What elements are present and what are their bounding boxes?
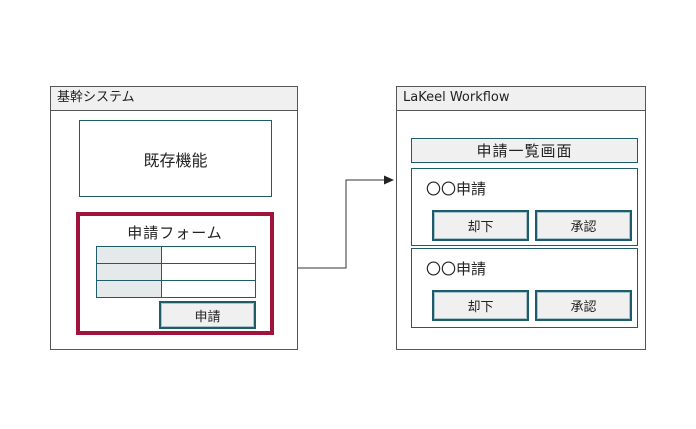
list-screen-header: 申請一覧画面 (411, 138, 638, 163)
list-item-label: 〇〇申請 (426, 260, 487, 278)
approve-button[interactable]: 承認 (535, 210, 632, 241)
submit-button[interactable]: 申請 (159, 301, 256, 329)
form-field-label-2 (96, 263, 162, 281)
list-screen-title: 申請一覧画面 (476, 142, 573, 160)
core-system-title: 基幹システム (51, 87, 297, 111)
connector-line (298, 179, 384, 269)
form-field-input-3[interactable] (161, 280, 256, 298)
reject-button[interactable]: 却下 (432, 210, 529, 241)
form-field-input-1[interactable] (161, 246, 256, 264)
arrowhead-icon (384, 175, 394, 185)
application-form-grid (96, 246, 256, 298)
existing-feature-label: 既存機能 (143, 150, 208, 170)
list-item: 〇〇申請 却下 承認 (411, 168, 638, 246)
form-field-label-3 (96, 280, 162, 298)
approve-button[interactable]: 承認 (535, 290, 632, 321)
workflow-title: LaKeel Workflow (397, 87, 645, 111)
list-item-label: 〇〇申請 (426, 180, 487, 198)
list-item: 〇〇申請 却下 承認 (411, 248, 638, 328)
reject-button[interactable]: 却下 (432, 290, 529, 321)
application-form-highlight (76, 212, 274, 335)
form-field-input-2[interactable] (161, 263, 256, 281)
application-form-title: 申請フォーム (127, 223, 223, 242)
existing-feature-box: 既存機能 (79, 120, 272, 197)
form-field-label-1 (96, 246, 162, 264)
